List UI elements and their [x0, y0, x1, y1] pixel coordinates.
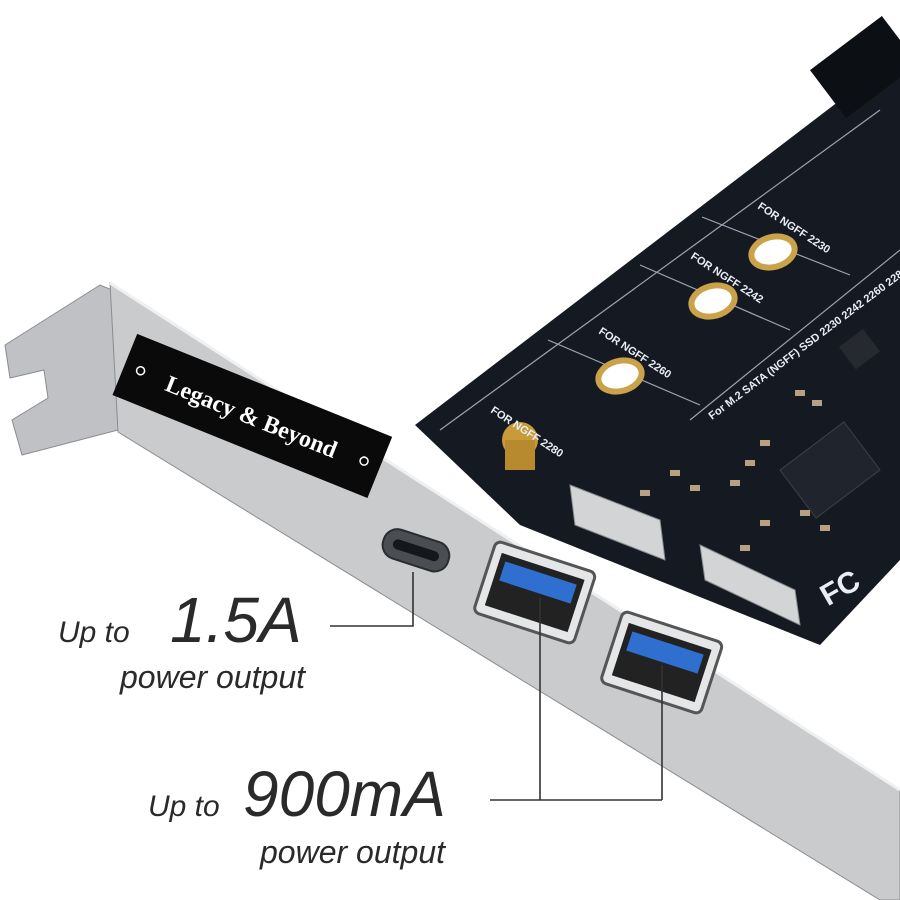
usb-c-callout-suffix: power output: [119, 659, 306, 695]
slot-dividers: [439, 109, 900, 431]
callout-lines: [330, 572, 663, 801]
standoff-post: [505, 440, 535, 470]
usb-a-callout-prefix: Up to: [148, 790, 220, 823]
bracket-tab: [699, 544, 801, 626]
bracket-highlight: [109, 281, 900, 792]
usb-a-callout-value: 900mA: [243, 758, 446, 830]
bracket-tab: [569, 484, 666, 561]
usb-a-port-1: [473, 540, 597, 645]
controller-chip: [779, 421, 881, 519]
usb-a-callout-suffix: power output: [259, 834, 446, 870]
pcb-board: [415, 55, 900, 645]
mount-hole-2230: [748, 233, 798, 271]
usb-a-port-2: [600, 610, 724, 715]
mount-holes: [502, 233, 798, 470]
usb-c-callout-prefix: Up to: [58, 616, 130, 649]
mount-hole-2260: [595, 357, 645, 395]
bracket-flange: [4, 284, 119, 456]
inductor: [838, 328, 880, 370]
sata-connector: [810, 15, 900, 119]
usb-c-port: [381, 528, 451, 573]
smd-components: [640, 390, 830, 551]
usb-c-callout-value: 1.5A: [170, 584, 302, 656]
mount-hole-2242: [688, 282, 738, 320]
